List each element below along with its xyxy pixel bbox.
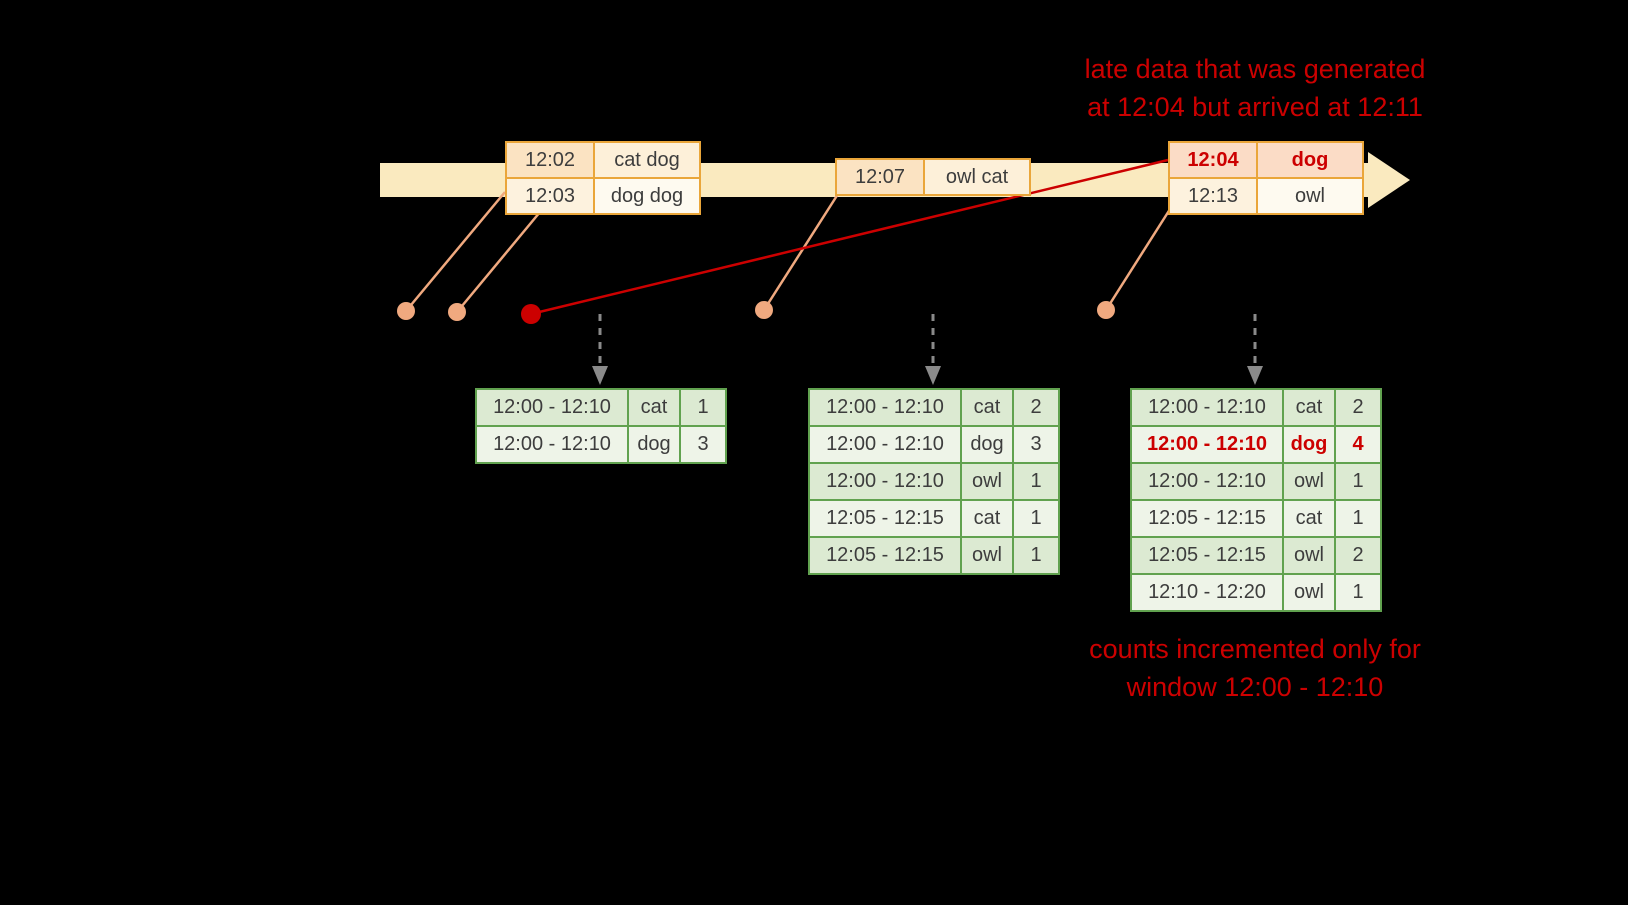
result-word-cell: cat [627,390,679,425]
result-word-cell: owl [1282,538,1334,573]
result-word-cell: cat [1282,501,1334,536]
event-time-cell: 12:13 [1170,179,1256,213]
result-window-cell: 12:00 - 12:10 [477,390,627,425]
event-time-cell: 12:03 [507,179,593,213]
result-count-cell: 4 [1334,427,1380,462]
result-count-cell: 1 [1334,464,1380,499]
event-connector-line [456,211,541,313]
result-window-cell: 12:00 - 12:10 [1132,390,1282,425]
late-data-annotation: late data that was generated at 12:04 bu… [1040,50,1470,126]
late-data-dot [521,304,541,324]
event-dot [1097,301,1115,319]
late-data-annotation-line1: late data that was generated [1084,54,1426,84]
result-word-cell: owl [1282,464,1334,499]
result-word-cell: cat [1282,390,1334,425]
result-count-cell: 1 [679,390,725,425]
event-dot [448,303,466,321]
counts-annotation: counts incremented only for window 12:00… [1030,630,1480,706]
result-count-cell: 2 [1334,390,1380,425]
event-connector-line [405,191,506,312]
result-window-cell: 12:00 - 12:10 [1132,464,1282,499]
late-data-connector-line [530,158,1169,316]
result-word-cell: dog [960,427,1012,462]
result-word-cell: cat [960,501,1012,536]
event-connector-line [762,193,840,311]
result-count-cell: 1 [1012,464,1058,499]
event-dot [755,301,773,319]
event-time-cell: 12:04 [1170,143,1256,177]
event-words-cell: dog [1256,143,1362,177]
result-word-cell: cat [960,390,1012,425]
result-count-cell: 2 [1012,390,1058,425]
trigger-arrowhead-icon [925,366,941,385]
result-window-cell: 12:00 - 12:10 [810,464,960,499]
result-window-cell: 12:00 - 12:10 [810,390,960,425]
result-window-cell: 12:00 - 12:10 [477,427,627,462]
result-word-cell: owl [960,464,1012,499]
result-window-cell: 12:10 - 12:20 [1132,575,1282,610]
event-words-cell: owl cat [923,160,1029,194]
trigger-arrowhead-icon [592,366,608,385]
result-count-cell: 1 [1012,501,1058,536]
event-time-cell: 12:07 [837,160,923,194]
counts-annotation-line2: window 12:00 - 12:10 [1126,672,1384,702]
result-word-cell: owl [960,538,1012,573]
result-word-cell: dog [627,427,679,462]
event-words-cell: cat dog [593,143,699,177]
result-count-cell: 2 [1334,538,1380,573]
result-count-cell: 3 [1012,427,1058,462]
result-window-cell: 12:05 - 12:15 [1132,501,1282,536]
counts-annotation-line1: counts incremented only for [1089,634,1421,664]
result-word-cell: owl [1282,575,1334,610]
result-window-cell: 12:05 - 12:15 [810,538,960,573]
result-window-cell: 12:05 - 12:15 [810,501,960,536]
event-words-cell: dog dog [593,179,699,213]
trigger-arrowhead-icon [1247,366,1263,385]
result-word-cell: dog [1282,427,1334,462]
result-window-cell: 12:00 - 12:10 [810,427,960,462]
result-count-cell: 3 [679,427,725,462]
result-count-cell: 1 [1334,501,1380,536]
event-words-cell: owl [1256,179,1362,213]
event-connector-line [1104,205,1174,311]
late-data-annotation-line2: at 12:04 but arrived at 12:11 [1087,92,1423,122]
result-count-cell: 1 [1334,575,1380,610]
event-dot [397,302,415,320]
timeline-arrowhead-icon [1368,152,1410,208]
result-window-cell: 12:05 - 12:15 [1132,538,1282,573]
result-window-cell: 12:00 - 12:10 [1132,427,1282,462]
event-time-cell: 12:02 [507,143,593,177]
result-count-cell: 1 [1012,538,1058,573]
